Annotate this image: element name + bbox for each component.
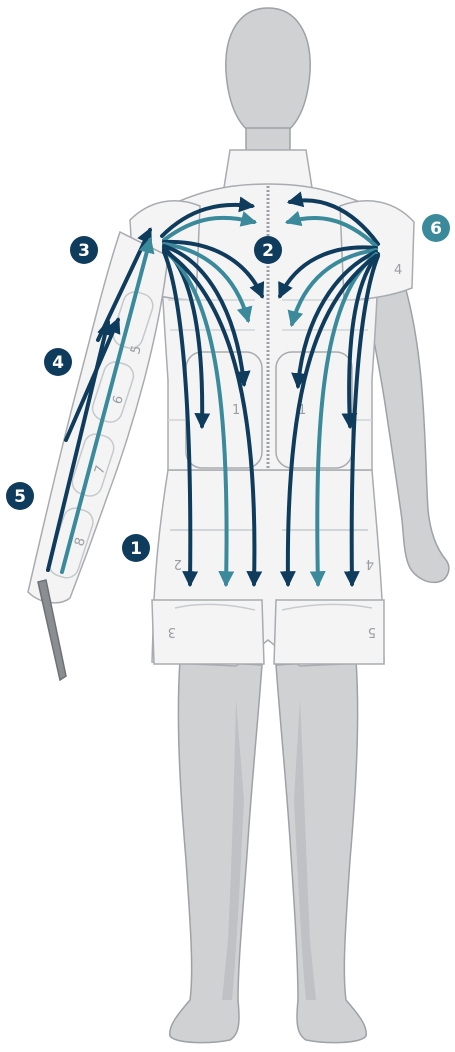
- step-marker-2: 2: [254, 236, 282, 264]
- chamber-label-shoulder-right: 4: [394, 263, 402, 278]
- mannequin-head: [226, 8, 310, 140]
- mannequin-right-arm: [366, 250, 449, 582]
- step-marker-4: 4: [44, 348, 72, 376]
- step-marker-6: 6: [422, 214, 450, 242]
- step-marker-1: 1: [122, 534, 150, 562]
- step-marker-5: 5: [6, 482, 34, 510]
- svg-text:5: 5: [14, 487, 26, 507]
- svg-text:4: 4: [52, 353, 64, 373]
- right-leg-band: [274, 600, 384, 664]
- garment-shorts: [152, 470, 384, 666]
- garment-vest: [130, 150, 414, 470]
- step-marker-3: 3: [70, 236, 98, 264]
- chamber-label-leg-left: 3: [168, 624, 176, 639]
- svg-text:1: 1: [130, 539, 142, 559]
- chamber-label-shorts-left: 2: [174, 556, 182, 571]
- svg-text:6: 6: [430, 219, 442, 239]
- vest-right-front-panel: [276, 352, 352, 468]
- chamber-label-shorts-right: 4: [366, 556, 374, 571]
- svg-text:3: 3: [78, 241, 90, 261]
- chamber-label-vest-left: 1: [232, 403, 240, 418]
- garment-arm-sleeve: [28, 232, 168, 680]
- mannequin-right-leg: [276, 660, 366, 1043]
- mannequin-left-leg: [170, 660, 262, 1043]
- svg-text:2: 2: [262, 241, 274, 261]
- chamber-label-leg-right: 5: [368, 624, 376, 639]
